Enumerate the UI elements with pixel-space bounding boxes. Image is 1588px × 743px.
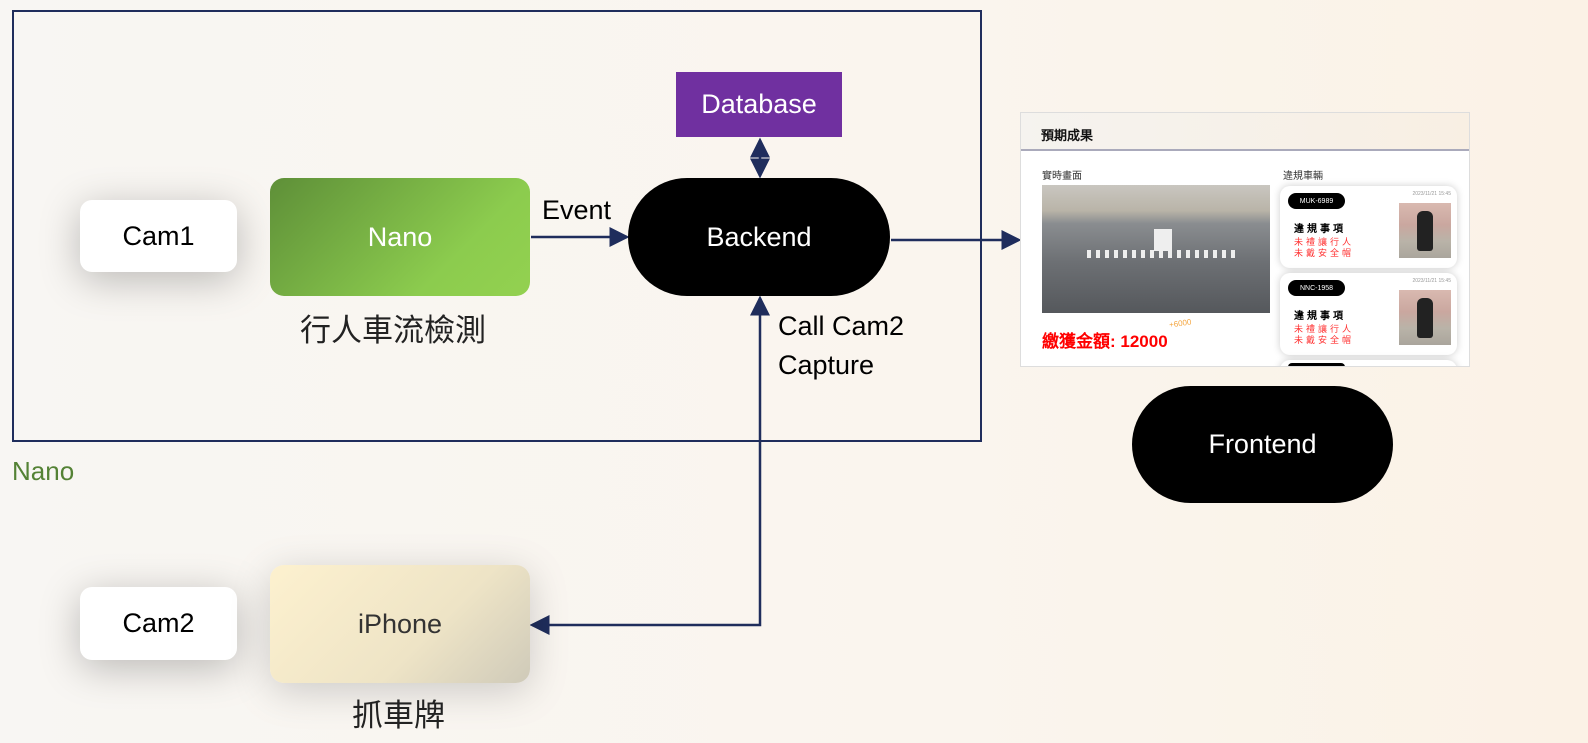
violation-item: 未戴安全帽	[1294, 335, 1355, 345]
violation-card[interactable]: NNC-1958 2023/11/21 15:45 違規事項 未禮讓行人 未戴安…	[1280, 273, 1457, 355]
call-cam2-label: Call Cam2	[778, 311, 905, 341]
event-label: Event	[542, 195, 612, 225]
timestamp: 2023/11/21 15:45	[1412, 278, 1451, 284]
frontend-node: Frontend	[1132, 386, 1393, 503]
cam2-node: Cam2	[80, 587, 237, 660]
plate-badge: NNC-1958	[1288, 280, 1345, 296]
nano-node: Nano	[270, 178, 530, 296]
screenshot-title: 預期成果	[1021, 113, 1469, 151]
nano-boundary	[12, 10, 982, 442]
live-camera-image	[1042, 185, 1270, 313]
violation-card-partial[interactable]	[1280, 360, 1457, 366]
database-node: Database	[676, 72, 842, 137]
nano-boundary-label: Nano	[12, 456, 75, 486]
frontend-screenshot: 預期成果 實時畫面 違規車輛 MUK-6989 2023/11/21 15:45…	[1020, 112, 1470, 367]
violator-photo	[1399, 203, 1451, 258]
violation-card[interactable]: MUK-6989 2023/11/21 15:45 違規事項 未禮讓行人 未戴安…	[1280, 186, 1457, 268]
fine-total: 繳獲金額: 12000	[1042, 332, 1168, 351]
violator-photo	[1399, 290, 1451, 345]
capture-label: Capture	[778, 350, 875, 380]
violation-heading: 違規事項	[1294, 311, 1346, 322]
iphone-caption: 抓車牌	[352, 698, 445, 733]
nano-caption: 行人車流檢測	[300, 313, 486, 348]
violation-item: 未戴安全帽	[1294, 248, 1355, 258]
plate-badge: MUK-6989	[1288, 193, 1345, 209]
violation-item: 未禮讓行人	[1294, 237, 1355, 247]
backend-node: Backend	[628, 178, 890, 296]
timestamp: 2023/11/21 15:45	[1412, 191, 1451, 197]
fine-increment: +6000	[1168, 317, 1192, 330]
arrow-backend-iphone	[529, 295, 770, 635]
violations-label: 違規車輛	[1283, 171, 1323, 182]
live-view-label: 實時畫面	[1042, 171, 1082, 182]
iphone-node: iPhone	[270, 565, 530, 683]
violation-item: 未禮讓行人	[1294, 324, 1355, 334]
violation-heading: 違規事項	[1294, 224, 1346, 235]
cam1-node: Cam1	[80, 200, 237, 272]
